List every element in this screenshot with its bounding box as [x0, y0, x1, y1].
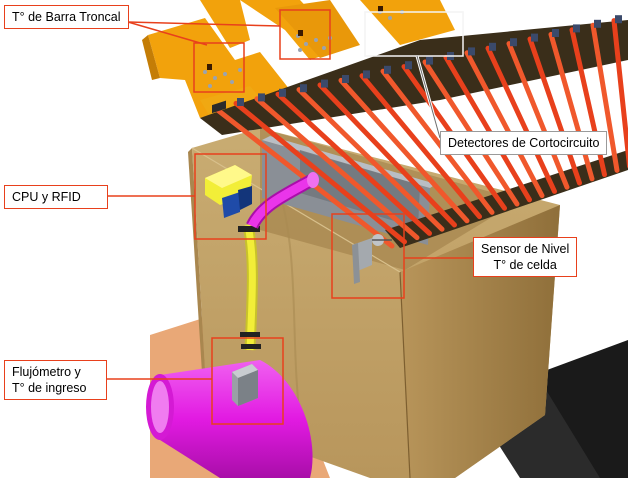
- short-circuit-detector: [258, 93, 265, 102]
- anode-rod: [317, 82, 457, 228]
- flowmeter-text-line1: Flujómetro y: [12, 365, 81, 379]
- flowmeter-label: Flujómetro y T° de ingreso: [4, 360, 107, 400]
- short-circuit-detector: [531, 33, 538, 42]
- cpu-rfid-device: [205, 100, 252, 218]
- level-sensor-device: [352, 234, 392, 284]
- anode-rod: [233, 100, 407, 245]
- anode-rod: [380, 68, 495, 215]
- anode-rod: [527, 36, 582, 186]
- anode-rod: [212, 105, 395, 249]
- short-circuit-detector: [615, 15, 622, 24]
- short-circuit-detector: [594, 19, 601, 28]
- anode-rod: [338, 77, 470, 224]
- anode-rod: [506, 41, 570, 190]
- anode-rod: [611, 18, 628, 169]
- anode-rod: [485, 45, 557, 194]
- anode-rod: [296, 87, 445, 232]
- short-circuit-detector: [342, 75, 349, 83]
- short-circuit-detector: [237, 98, 244, 106]
- anode-rod: [443, 54, 532, 203]
- short-circuit-detector: [405, 61, 412, 70]
- level-sensor-label: Sensor de Nivel T° de celda: [473, 237, 578, 277]
- busbar-temp-label: T° de Barra Troncal: [4, 5, 129, 29]
- short-circuit-detector: [510, 38, 517, 47]
- magenta-pipes: [146, 172, 319, 478]
- short-circuit-detector: [426, 56, 433, 65]
- short-circuit-detector: [573, 24, 580, 33]
- short-circuit-detector: [279, 88, 286, 97]
- short-circuit-detector: [468, 47, 475, 56]
- yellow-pipe: [238, 223, 261, 351]
- cpu-rfid-label: CPU y RFID: [4, 185, 108, 209]
- flowmeter-device: [232, 364, 258, 406]
- anode-rods: [212, 18, 628, 249]
- short-circuit-detectors: [237, 15, 622, 106]
- short-circuit-text: Detectores de Cortocircuito: [448, 136, 600, 150]
- short-circuit-label: Detectores de Cortocircuito: [440, 131, 608, 155]
- flowmeter-text-line2: T° de ingreso: [12, 381, 87, 395]
- anode-rod: [464, 50, 545, 199]
- level-sensor-text-line2: T° de celda: [493, 258, 557, 272]
- short-circuit-detector: [300, 84, 307, 93]
- short-circuit-detector: [321, 79, 328, 88]
- busbar-temp-text: T° de Barra Troncal: [12, 10, 121, 24]
- leader-lines: [107, 21, 473, 380]
- short-circuit-detector: [363, 70, 370, 79]
- anode-rod: [275, 91, 432, 236]
- anode-rod: [359, 73, 482, 220]
- cpu-rfid-text: CPU y RFID: [12, 190, 81, 204]
- leader-line-white: [415, 55, 442, 139]
- anode-rod: [590, 22, 620, 173]
- level-sensor-text-line1: Sensor de Nivel: [481, 242, 570, 256]
- short-circuit-detector: [552, 29, 559, 37]
- short-circuit-detector: [489, 42, 496, 51]
- short-circuit-detector: [384, 65, 391, 74]
